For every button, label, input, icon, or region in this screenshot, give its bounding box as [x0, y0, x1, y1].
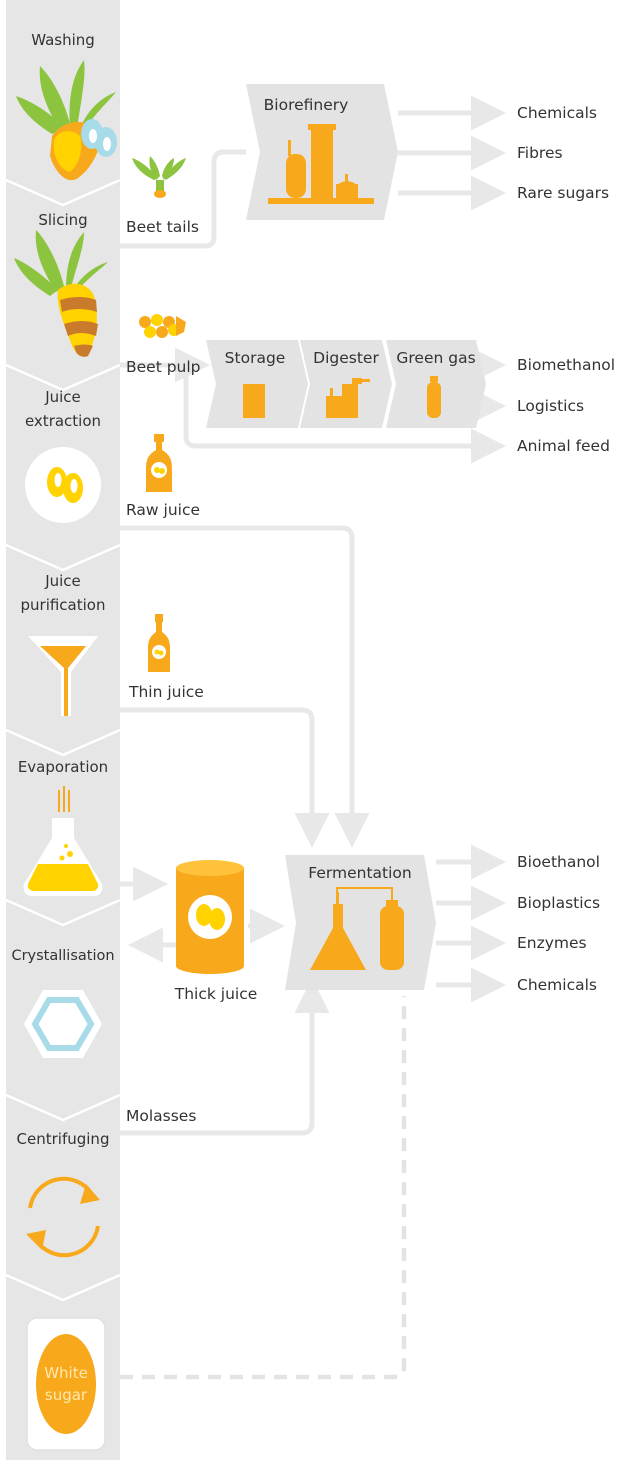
beet-pulp-label: Beet pulp	[126, 358, 201, 376]
output-animal-feed: Animal feed	[517, 437, 610, 455]
flow-lines	[120, 95, 506, 1380]
digester-label: Digester	[313, 349, 379, 367]
green-gas-label: Green gas	[396, 349, 475, 367]
step-crystallisation: Crystallisation	[11, 948, 114, 964]
silo-icon	[243, 384, 265, 418]
thick-juice-label: Thick juice	[174, 985, 258, 1003]
thin-juice-bottle-icon	[148, 614, 170, 672]
refinery-plant-icon	[268, 124, 374, 204]
thick-juice-barrel-icon	[176, 860, 244, 974]
raw-juice-bottle-icon	[146, 434, 172, 492]
fermentation-label: Fermentation	[308, 864, 411, 882]
molasses-label: Molasses	[126, 1107, 196, 1125]
raw-juice-label: Raw juice	[126, 501, 200, 519]
juice-extraction-drops-icon	[25, 447, 101, 523]
white-sugar-package-icon: White sugar	[26, 1317, 106, 1451]
digester-box: Digester	[300, 340, 392, 428]
white-sugar-label-line1: White	[44, 1364, 88, 1382]
gas-cylinder-icon	[427, 376, 441, 418]
fermentation-box: Fermentation	[285, 855, 436, 990]
output-bioethanol: Bioethanol	[517, 853, 600, 871]
step-slicing: Slicing	[38, 211, 87, 229]
step-evaporation: Evaporation	[18, 758, 108, 776]
output-chemicals-biorefinery: Chemicals	[517, 104, 597, 122]
output-bioplastics: Bioplastics	[517, 894, 600, 912]
storage-box: Storage	[206, 340, 308, 428]
white-sugar-label-line2: sugar	[45, 1386, 88, 1404]
step-juice-purification-line2: purification	[21, 596, 106, 614]
funnel-icon	[28, 636, 98, 716]
beet-tails-label: Beet tails	[126, 218, 199, 236]
step-washing: Washing	[31, 31, 95, 49]
fermentation-equipment-icon	[310, 887, 404, 970]
step-juice-extraction-line2: extraction	[25, 412, 101, 430]
centrifuge-cycle-icon	[26, 1176, 100, 1258]
output-fibres: Fibres	[517, 144, 563, 162]
thin-juice-label: Thin juice	[128, 683, 204, 701]
storage-label: Storage	[225, 349, 286, 367]
green-gas-box: Green gas	[386, 340, 486, 428]
output-enzymes: Enzymes	[517, 934, 587, 952]
output-logistics: Logistics	[517, 397, 584, 415]
digester-tank-icon	[326, 378, 370, 418]
output-chemicals-fermentation: Chemicals	[517, 976, 597, 994]
output-biomethanol: Biomethanol	[517, 356, 615, 374]
step-juice-extraction-line1: Juice	[44, 388, 81, 406]
step-juice-purification-line1: Juice	[44, 572, 81, 590]
output-rare-sugars: Rare sugars	[517, 184, 609, 202]
biorefinery-box: Biorefinery	[246, 84, 398, 220]
process-column	[5, 0, 121, 1460]
evaporation-flask-icon	[23, 786, 103, 896]
beet-tails-icon	[132, 156, 186, 198]
slicing-beet-icon	[14, 230, 108, 357]
beet-pulp-icon	[139, 314, 186, 338]
biorefinery-label: Biorefinery	[264, 96, 349, 114]
crystal-hexagon-icon	[24, 990, 102, 1058]
washing-beet-icon	[16, 60, 117, 181]
step-centrifuging: Centrifuging	[17, 1130, 110, 1148]
